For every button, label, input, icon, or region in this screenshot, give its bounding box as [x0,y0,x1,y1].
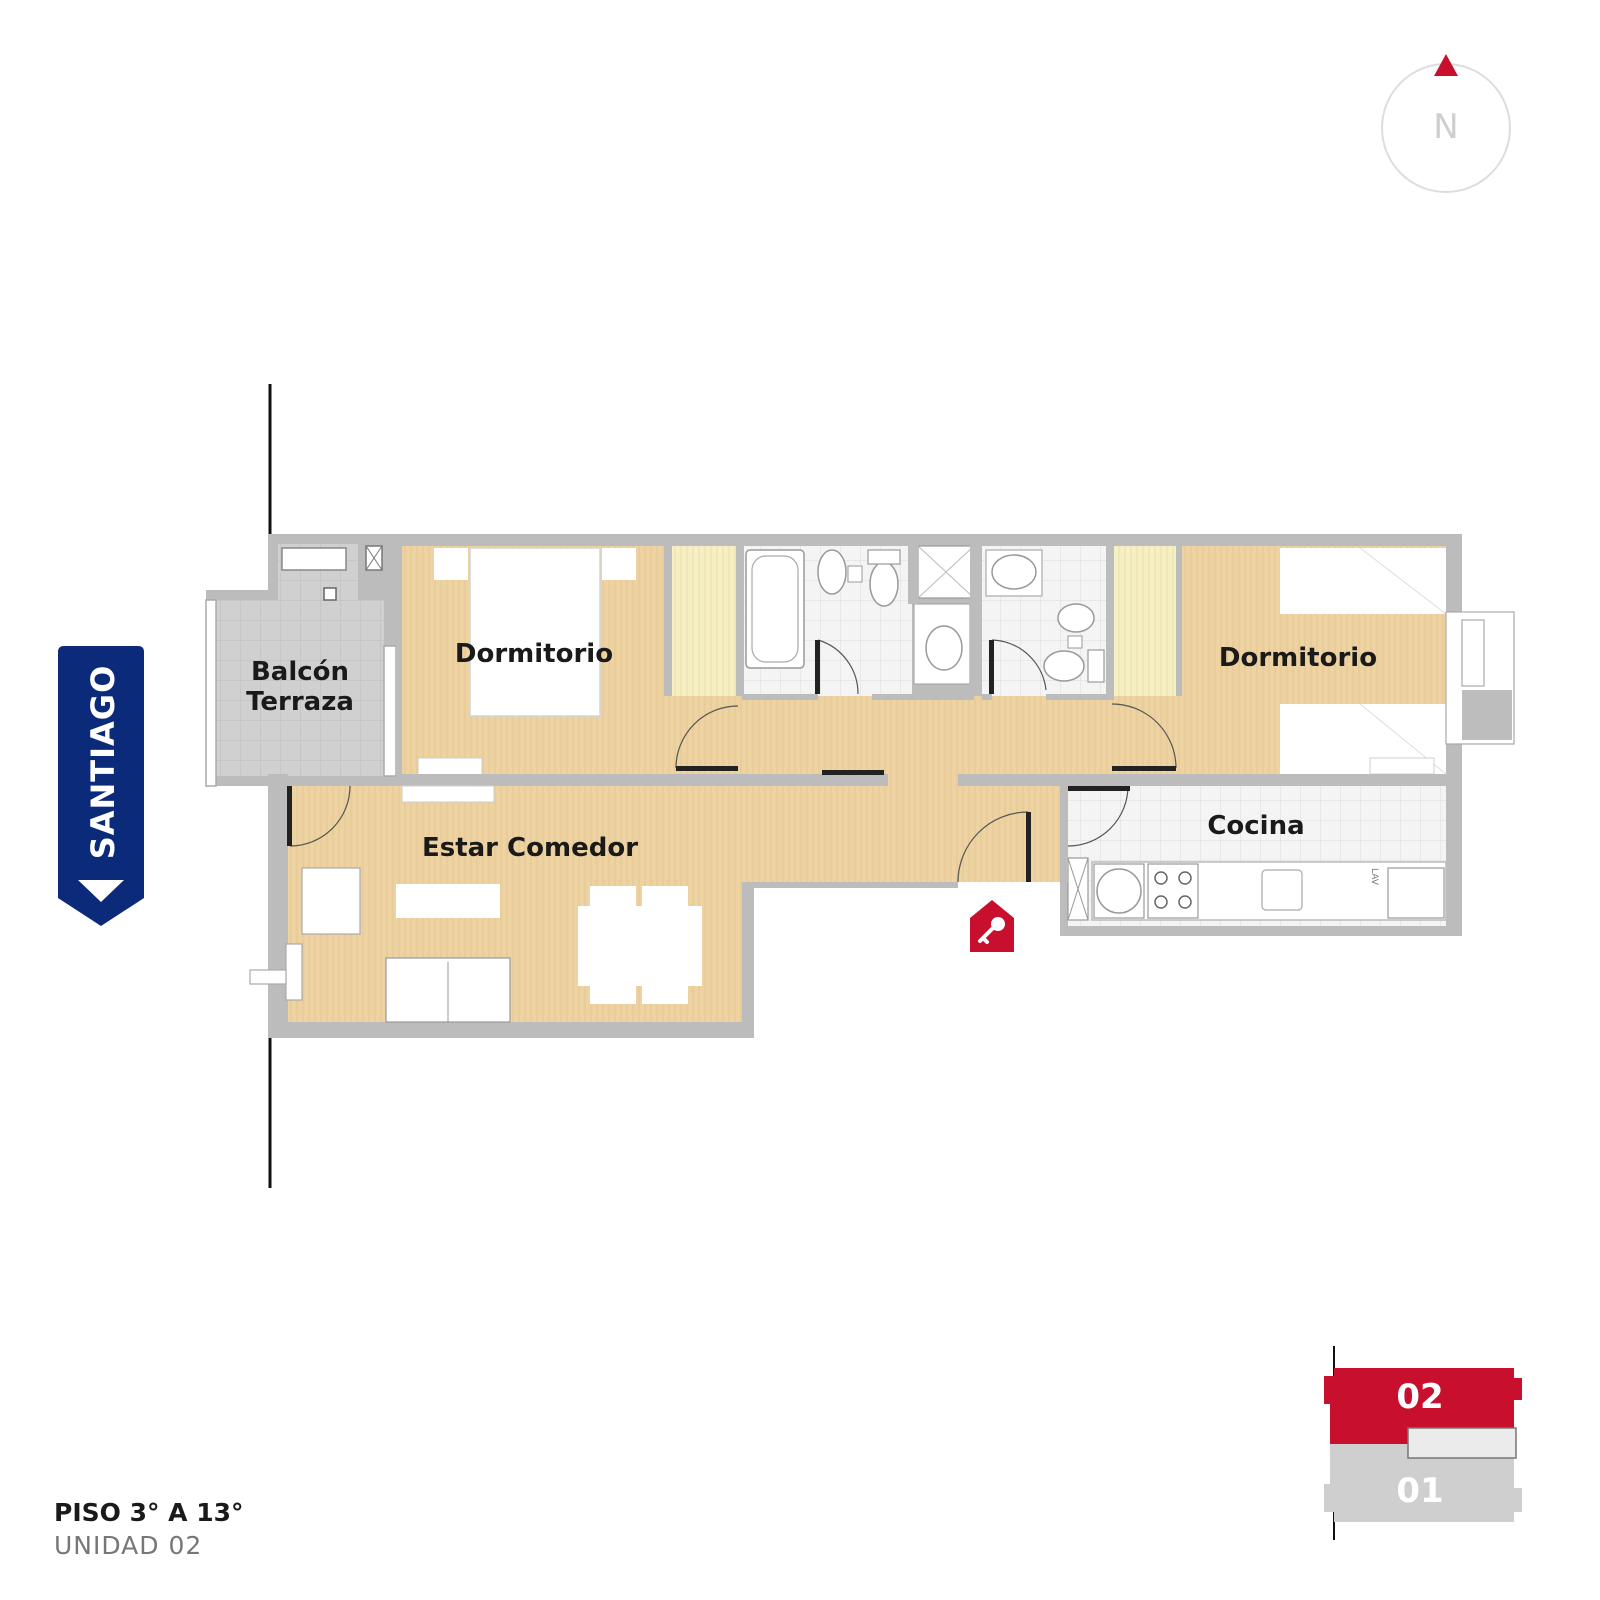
key-plan-unit-01-label: 01 [1396,1471,1443,1511]
key-plan-unit-02-label: 02 [1396,1377,1443,1417]
bathtub [745,549,805,669]
balcony-sink [281,547,347,571]
dining-chair [590,886,636,906]
closet-2 [1114,546,1176,696]
north-arrow-icon [1434,54,1458,76]
entrance-marker [970,900,1014,952]
unit-number: UNIDAD 02 [54,1531,203,1560]
window-ledge [249,969,287,985]
room-label-balcony-line2: Terraza [246,687,354,717]
room-label-balcony-line1: Balcón [251,657,349,687]
entry-partition [888,774,958,786]
room-label-bedroom-2: Dormitorio [1219,643,1377,673]
room-label-kitchen: Cocina [1207,811,1304,841]
kitchen: LAV [1067,786,1447,926]
doors [287,639,1177,883]
coffee-table [396,884,500,918]
room-label-bedroom-1: Dormitorio [455,639,613,669]
key-plan: 02 01 [1324,1346,1522,1540]
hallway-floor [670,696,1280,774]
bedroom-2 [1180,546,1515,775]
dining-chair [590,986,636,1004]
bed-single-2 [1280,548,1446,614]
bedroom-1 [400,546,670,777]
plan-caption: PISO 3° A 13° UNIDAD 02 [54,1498,244,1560]
door-swing-bedroom-1 [675,705,739,769]
burner [1178,871,1192,885]
room-label-living-dining: Estar Comedor [422,833,638,863]
living-dining [249,774,1060,1023]
dining-chair [642,886,688,906]
bidet-1 [817,549,847,595]
bidet-2 [1057,603,1095,633]
door-swing-bath-2 [991,639,1047,691]
burner [1154,895,1168,909]
door-swing-bedroom-2 [1111,703,1177,769]
door-swing-balcony [289,785,351,847]
laundry-label: LAV [1369,868,1379,886]
nightstand-left [434,548,468,580]
toilet-2 [1043,650,1085,682]
key-plan-unit-02 [1324,1368,1522,1444]
closet-1 [672,546,736,696]
burner [1154,871,1168,885]
side-cabinet [285,943,303,1001]
dining-table [578,906,702,986]
desk [417,757,483,777]
nightstand-right [602,548,636,580]
floor-range: PISO 3° A 13° [54,1498,244,1527]
door-swing-entry [957,811,1029,883]
street-badge: SANTIAGO [58,646,144,926]
street-direction-arrow-icon [78,880,124,902]
armchair [301,867,361,935]
bed-double [469,547,601,717]
balcony-drain [323,587,337,601]
toilet-1 [869,561,899,607]
kitchen-sink [1261,869,1303,911]
balcony-railing [205,599,217,787]
compass-label: N [1433,107,1458,147]
bathroom-1 [742,545,975,696]
door-swing-bath-1 [817,639,859,695]
dining-chair [642,986,688,1004]
key-plan-core [1407,1427,1517,1459]
desk-chair [401,785,495,803]
street-name: SANTIAGO [84,665,122,860]
interior-walls [268,534,1462,934]
stove [1147,863,1199,919]
burner [1178,895,1192,909]
balcony-floor [216,600,384,776]
street-badge-shape [58,646,144,926]
door-swing-kitchen [1067,785,1129,847]
balcony [205,544,397,787]
washing-machine [1387,867,1445,919]
bathroom-2 [982,546,1108,696]
compass: N [1381,54,1511,193]
